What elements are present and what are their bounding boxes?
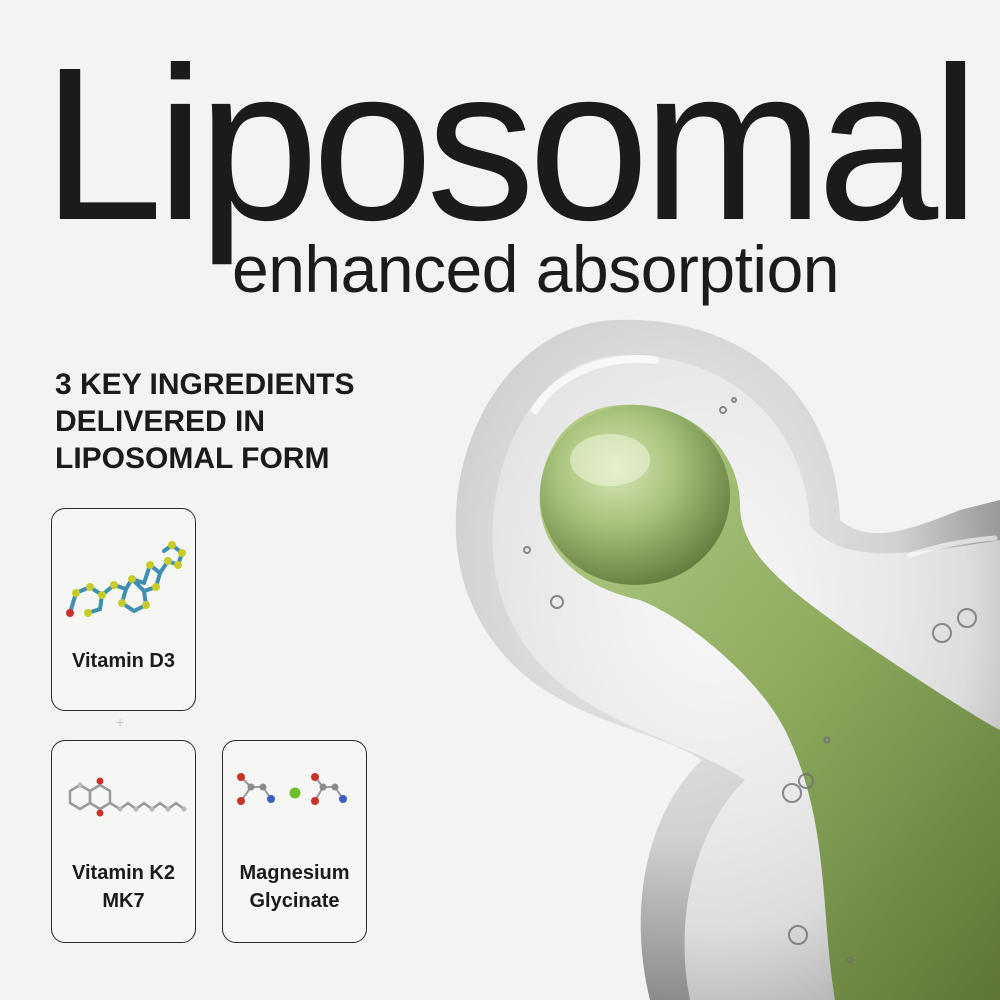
ingredient-name: Vitamin K2 [72, 862, 175, 884]
intro-line: LIPOSOMAL FORM [55, 442, 330, 475]
ingredient-card-vitamin-k2: Vitamin K2 MK7 [51, 740, 196, 943]
ingredient-label: Magnesium Glycinate [223, 859, 366, 915]
vitamin-k2-molecule-icon [68, 777, 187, 817]
magnesium-glycinate-molecule-icon [237, 773, 347, 805]
ingredient-card-magnesium-glycinate: Magnesium Glycinate [222, 740, 367, 943]
ingredient-name: MK7 [102, 890, 145, 912]
ingredient-name: Glycinate [249, 890, 340, 912]
headline: Liposomal [42, 23, 980, 266]
vitamin-d3-molecule-icon [66, 541, 186, 617]
ingredient-label: Vitamin K2 MK7 [52, 859, 195, 915]
ingredient-label: Vitamin D3 [52, 647, 195, 675]
intro-text: 3 KEY INGREDIENTS DELIVERED IN LIPOSOMAL… [55, 366, 355, 477]
intro-line: DELIVERED IN [55, 405, 266, 438]
sparkle-icon: + [116, 714, 125, 730]
ingredient-card-vitamin-d3: Vitamin D3 [51, 508, 196, 711]
intro-line: 3 KEY INGREDIENTS [55, 368, 355, 401]
liposome-illustration [455, 319, 1000, 1000]
ingredient-name: Vitamin D3 [72, 650, 175, 672]
subheadline: enhanced absorption [232, 232, 840, 306]
ingredient-name: Magnesium [239, 862, 350, 884]
